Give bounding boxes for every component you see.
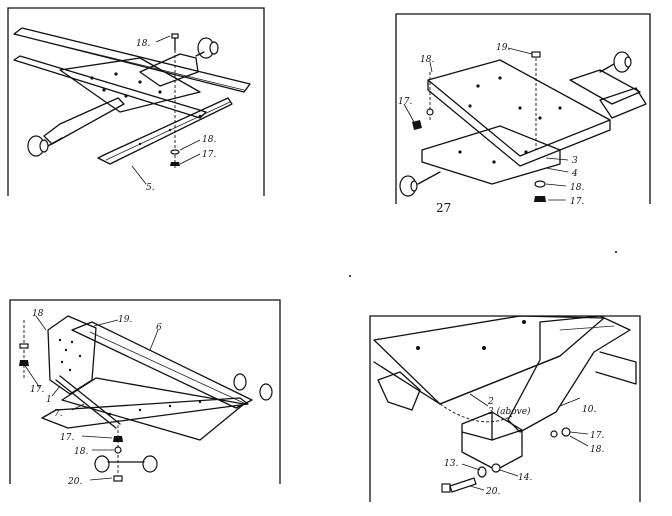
nut-17-upper: [412, 120, 422, 130]
panel-top-right: 18. 19. 17. 3 4 18. 17. 27: [395, 13, 651, 215]
washer-13: [477, 466, 487, 478]
wheel-hub-left-p2: [399, 171, 441, 197]
rear-axle: [139, 53, 199, 87]
mount-block-left: [377, 371, 421, 411]
callout-p2-2: 17.: [398, 97, 412, 107]
washer-18: [170, 149, 180, 155]
cross-bar-5: [97, 97, 233, 165]
callout-p4-0: 2: [487, 397, 494, 407]
panel-top-left: 18. 18. 17. 5.: [7, 7, 265, 196]
panel-bottom-left: 18 19. 6 17. 1 7. 17. 18. 20.: [9, 299, 281, 487]
callout-p1-0: 18.: [136, 39, 150, 49]
deck-plate-2: [373, 315, 605, 405]
washer-18-p3: [19, 343, 29, 349]
frame-rail: [41, 397, 249, 429]
callout-p3-4: 1: [46, 395, 52, 405]
stray-mark: [349, 275, 351, 277]
bolt-20: [113, 475, 123, 482]
washer-18-brace: [114, 446, 122, 454]
callout-p3-1: 19.: [118, 315, 132, 325]
panel-top-right-frame: [395, 13, 651, 204]
bracket-plate: [421, 125, 561, 185]
front-axle: [43, 97, 125, 145]
callout-p1-2: 17.: [202, 150, 216, 160]
callout-p4-1: 3 (above): [488, 406, 531, 417]
callout-p4-7: 20.: [485, 487, 500, 497]
callout-p2-1: 19.: [496, 43, 510, 53]
arm-10: [507, 315, 631, 433]
bottom-tray: [61, 377, 245, 441]
wheel-hub-right-p2: [599, 51, 632, 73]
stray-mark: [615, 251, 617, 253]
callout-p2-0: 18.: [420, 55, 434, 65]
callout-p4-6: 14.: [518, 473, 532, 483]
callout-p3-2: 6: [156, 323, 162, 333]
washer-17-p4: [550, 430, 558, 438]
side-rail-lower: [13, 55, 207, 119]
deck-plate: [59, 57, 201, 113]
callout-p2-6: 17.: [570, 197, 584, 207]
nut-18-p4: [561, 427, 571, 437]
bolt-19: [531, 51, 541, 58]
panel-bottom-right-frame: [369, 315, 641, 502]
callout-p4-5: 13.: [444, 459, 458, 469]
callout-p2-5: 18.: [570, 183, 584, 193]
bolt-18: [171, 33, 179, 51]
callout-p3-8: 20.: [67, 477, 82, 487]
callout-p3-0: 18: [32, 309, 44, 319]
panel-bottom-right: 2 3 (above) 10. 17. 18. 13. 14. 20.: [369, 315, 641, 502]
right-rail: [569, 69, 641, 105]
callout-p3-7: 18.: [74, 447, 88, 457]
bolt-20-p4: [441, 477, 477, 493]
callout-p2-4: 4: [571, 169, 578, 179]
nut-17-lower: [534, 196, 546, 202]
callout-p4-3: 17.: [590, 431, 604, 441]
callout-p3-3: 17.: [30, 385, 44, 395]
callout-p2-7: 27: [436, 201, 451, 215]
panel-bottom-left-frame: [9, 299, 281, 484]
wheel-hub-right-p3: [233, 373, 273, 401]
wheel-hub-right: [195, 37, 219, 59]
right-rail-lower: [599, 87, 647, 119]
nut-14: [491, 463, 501, 473]
callout-p4-4: 18.: [590, 445, 604, 455]
callout-p4-2: 10.: [582, 405, 596, 415]
brace-7: [55, 379, 117, 429]
side-channel-6: [71, 321, 253, 409]
hidden-part-3: [439, 403, 513, 423]
callout-p3-6: 17.: [60, 433, 74, 443]
wheel-hub-left: [27, 135, 63, 157]
callout-p3-5: 7.: [54, 409, 63, 419]
callout-p1-3: 5.: [146, 183, 155, 193]
side-rail-upper: [13, 27, 251, 93]
nut-17-p3: [19, 360, 29, 366]
callout-p2-3: 3: [572, 156, 578, 166]
wheel-hub-left-p3: [94, 455, 158, 473]
panel-top-left-frame: [7, 7, 265, 196]
washer-18-lower: [534, 180, 546, 188]
callout-p1-1: 18.: [202, 135, 216, 145]
nut-17-brace: [113, 436, 123, 442]
washer-18-upper: [426, 108, 434, 116]
nut-17: [170, 162, 180, 166]
